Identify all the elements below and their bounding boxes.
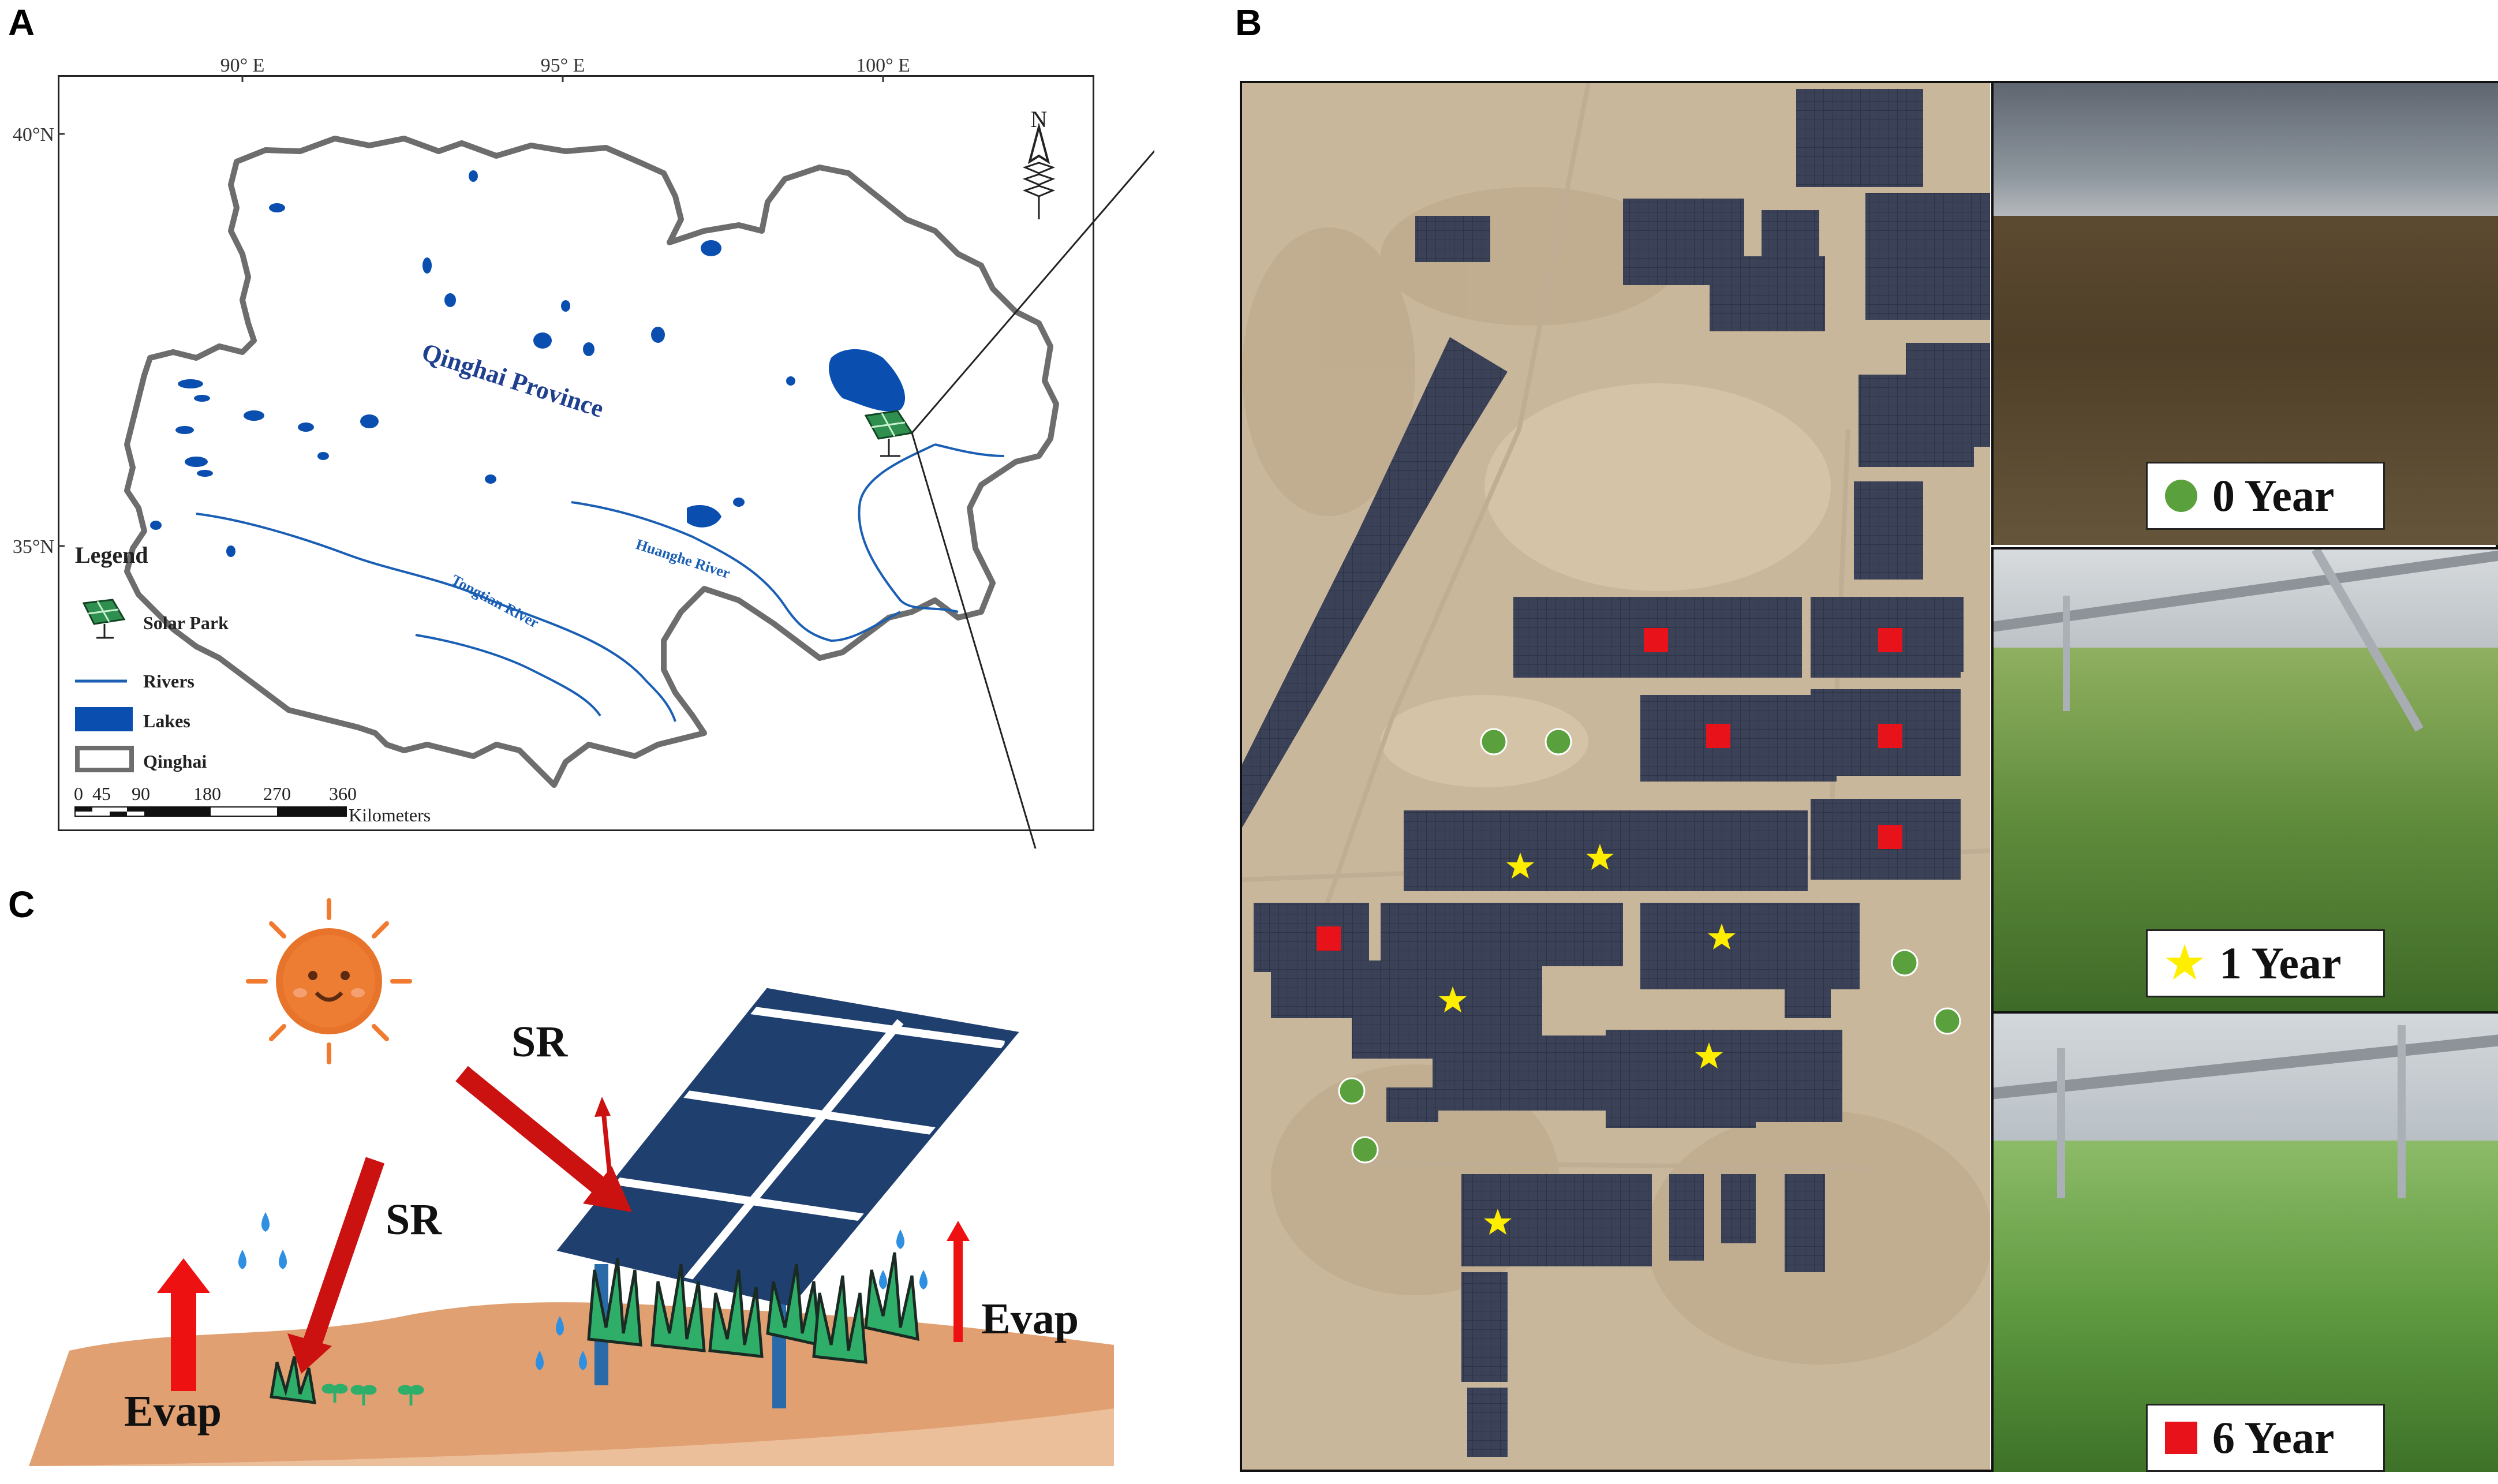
leader-line-bottom: [911, 432, 1037, 848]
panel-label-b: B: [1235, 2, 1262, 43]
photo-label-6-text: 6 Year: [2212, 1412, 2335, 1463]
evap-arrow-right: [947, 1221, 970, 1342]
sr-label-panel: SR: [511, 1018, 568, 1066]
legend-qinghai-label: Qinghai: [143, 751, 207, 772]
leader-line-top: [911, 149, 1154, 433]
lakes: [150, 170, 906, 557]
yellow-star-icon: ★: [2165, 939, 2205, 988]
photo-6-year: [1991, 1011, 2498, 1472]
pv-arrays: [1254, 89, 1990, 1457]
legend-rivers-label: Rivers: [143, 671, 195, 691]
lon-label-100: 100° E: [856, 55, 910, 76]
north-label: N: [1031, 106, 1048, 132]
photo-label-1-text: 1 Year: [2219, 938, 2342, 988]
aerial-image: [1242, 83, 1990, 1470]
legend-qinghai-swatch: [75, 746, 134, 772]
solar-panel-icon: [486, 988, 1019, 1408]
evap-label-left: Evap: [124, 1387, 222, 1436]
sr-arrow-panel: [455, 1066, 632, 1212]
panel-label-c: C: [8, 884, 35, 925]
scale-bar: 0 45 90 180 270 360 Kilometers: [74, 783, 431, 825]
lat-label-35: 35°N: [13, 536, 54, 558]
evap-label-right: Evap: [981, 1295, 1079, 1343]
lon-label-95: 95° E: [541, 55, 585, 76]
green-circle-icon: [2165, 480, 2197, 512]
legend-solar-icon: [82, 599, 126, 639]
water-drop-icons: [238, 1212, 928, 1370]
legend-solar-label: Solar Park: [143, 612, 229, 633]
scale-tick-270: 270: [263, 783, 291, 804]
red-square-icon: [2165, 1422, 2197, 1454]
map-svg: 90° E 95° E 100° E 40°N 35°N: [13, 55, 1154, 848]
rivers: [196, 443, 1005, 722]
photo-label-0-text: 0 Year: [2212, 470, 2335, 521]
scale-tick-45: 45: [92, 783, 111, 804]
sr-arrow-ground: [287, 1157, 385, 1374]
north-arrow-icon: [1022, 122, 1056, 219]
sun-icon: [246, 898, 412, 1064]
photo-label-0-year: 0 Year: [2146, 462, 2385, 530]
legend-lakes-label: Lakes: [143, 711, 190, 731]
photo-label-1-year: ★ 1 Year: [2146, 929, 2385, 997]
solar-diagram: SR SR Evap Evap: [29, 898, 1114, 1466]
scale-tick-180: 180: [193, 783, 221, 804]
aerial-markers: [1317, 628, 1961, 1235]
scale-tick-90: 90: [132, 783, 150, 804]
scale-unit: Kilometers: [349, 805, 431, 825]
grass-clumps: [270, 1252, 919, 1404]
evap-arrow-left: [157, 1258, 210, 1391]
sr-label-ground: SR: [386, 1195, 442, 1244]
legend-lakes-swatch: [75, 707, 133, 731]
photo-label-6-year: 6 Year: [2146, 1404, 2385, 1472]
scale-tick-0: 0: [74, 783, 83, 804]
legend-title: Legend: [75, 542, 148, 568]
panel-label-a: A: [8, 2, 35, 43]
scale-tick-360: 360: [329, 783, 357, 804]
seedling-icons: [321, 1384, 424, 1405]
qinghai-boundary: [124, 136, 1059, 788]
lon-label-90: 90° E: [220, 55, 265, 76]
lat-label-40: 40°N: [13, 124, 54, 145]
